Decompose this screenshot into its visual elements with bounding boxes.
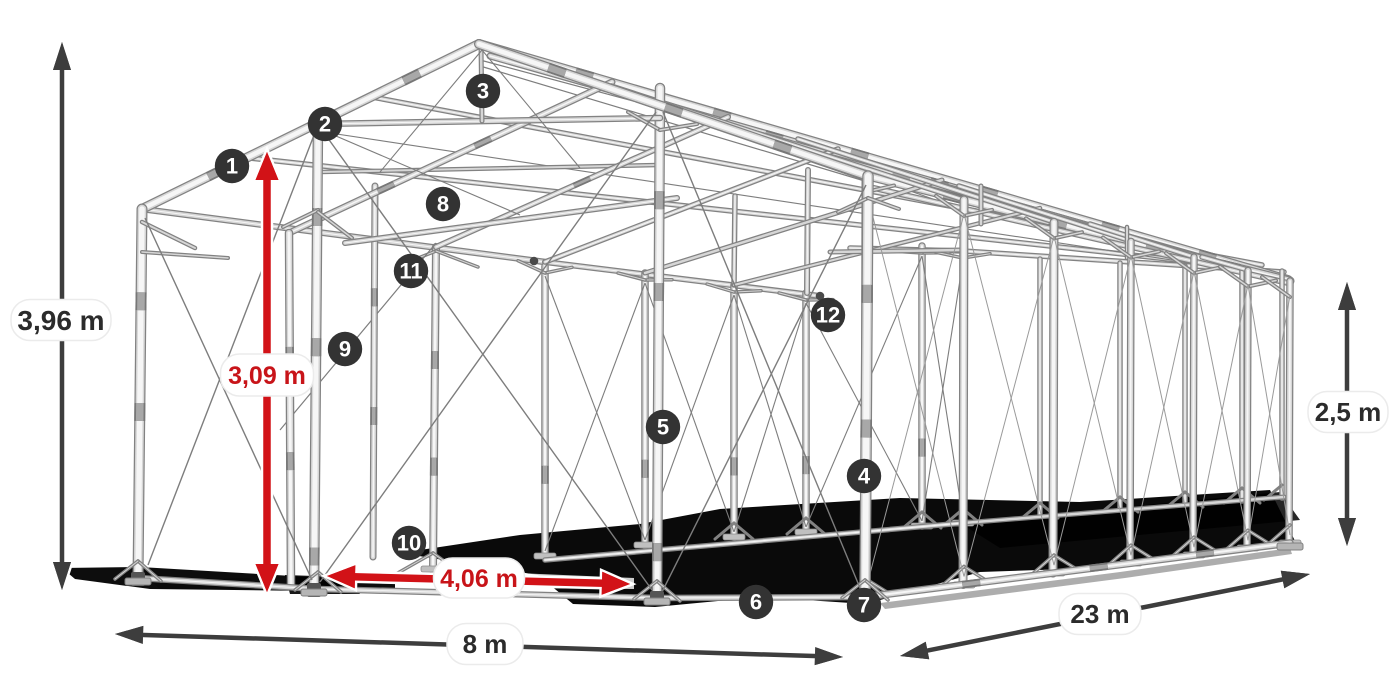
svg-text:4: 4 [858,464,871,489]
svg-text:3,96 m: 3,96 m [17,305,104,336]
svg-text:8 m: 8 m [463,629,508,659]
svg-text:7: 7 [858,593,870,618]
svg-text:12: 12 [816,303,840,328]
svg-text:5: 5 [657,415,669,440]
svg-text:11: 11 [399,259,422,284]
svg-text:8: 8 [437,192,449,217]
svg-text:2,5 m: 2,5 m [1315,397,1382,427]
svg-text:4,06 m: 4,06 m [440,565,518,593]
svg-text:3: 3 [477,79,489,104]
svg-text:6: 6 [750,590,762,615]
svg-text:3,09 m: 3,09 m [228,362,306,390]
svg-text:9: 9 [339,337,351,362]
svg-text:10: 10 [397,531,421,556]
svg-text:2: 2 [319,112,331,137]
svg-text:23 m: 23 m [1070,599,1129,629]
svg-text:1: 1 [226,154,238,179]
